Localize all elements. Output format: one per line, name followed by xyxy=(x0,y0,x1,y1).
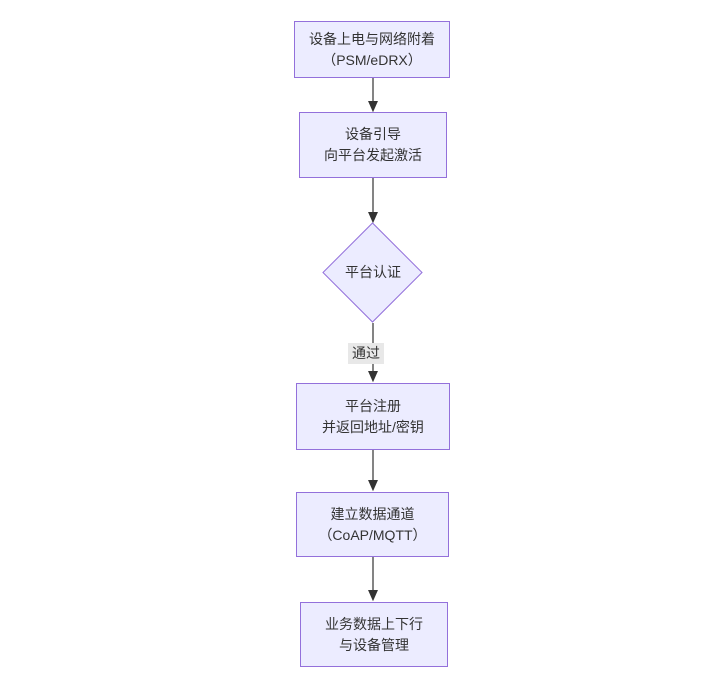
flow-node-register: 平台注册 并返回地址/密钥 xyxy=(296,383,450,450)
flow-node-platform-auth-label: 平台认证 xyxy=(345,264,401,280)
flow-node-bootstrap-line2: 向平台发起激活 xyxy=(324,147,422,163)
flow-node-data-channel-line1: 建立数据通道 xyxy=(330,505,415,522)
edge-label-pass: 通过 xyxy=(348,343,384,364)
arrow-bootstrap-to-auth xyxy=(368,178,378,224)
arrow-power-to-bootstrap xyxy=(368,78,378,113)
flow-node-register-line1: 平台注册 xyxy=(345,397,401,414)
flow-node-bootstrap-line1: 设备引导 xyxy=(345,126,401,142)
flow-node-business-data-line2: 与设备管理 xyxy=(339,636,409,653)
flow-node-power-on-line1: 设备上电与网络附着 xyxy=(309,30,435,47)
flow-node-business-data: 业务数据上下行 与设备管理 xyxy=(300,602,448,667)
arrow-channel-to-business xyxy=(368,557,378,602)
flow-node-power-on: 设备上电与网络附着 （PSM/eDRX） xyxy=(294,21,450,78)
flow-node-power-on-line2: （PSM/eDRX） xyxy=(322,51,422,68)
flow-node-data-channel: 建立数据通道 （CoAP/MQTT） xyxy=(296,492,449,557)
flow-node-bootstrap: 设备引导 向平台发起激活 xyxy=(299,112,447,178)
flow-node-register-line2: 并返回地址/密钥 xyxy=(322,418,424,435)
flow-node-business-data-line1: 业务数据上下行 xyxy=(325,615,423,632)
arrow-register-to-channel xyxy=(368,450,378,492)
flow-node-data-channel-line2: （CoAP/MQTT） xyxy=(318,526,427,543)
